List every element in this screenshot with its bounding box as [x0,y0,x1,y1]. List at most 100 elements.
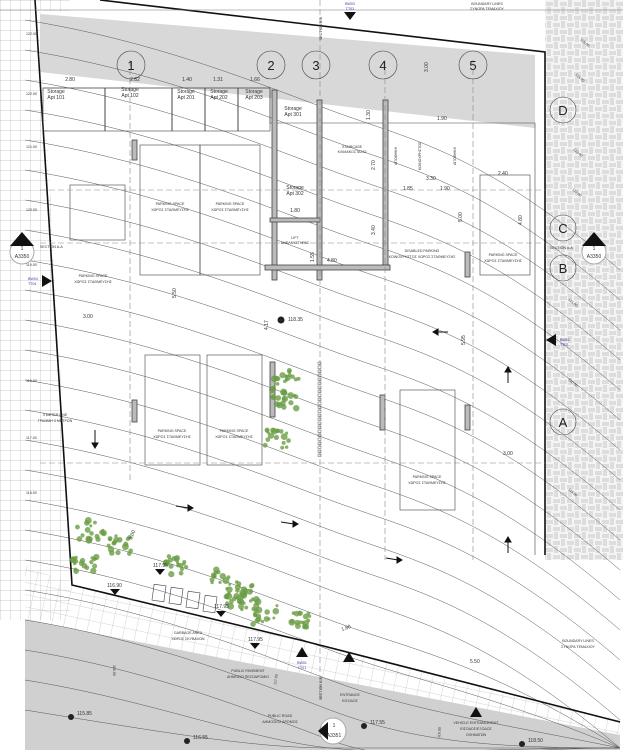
marker-bw02[interactable]: BW02 [560,338,570,342]
shrub [114,534,118,538]
marker-tt03[interactable]: TT03 [346,7,354,11]
grid-bubble-d[interactable]: D [549,96,577,124]
dimension: 1.80 [290,208,300,214]
plan-label: 1.55 [310,252,316,262]
meter-line-label-greek: ΓΡΑΜΜΗ 3 ΜΕΤΡΩΝ [38,419,73,423]
marker-bw04[interactable]: BW04 [28,277,38,281]
grid-bubble-2[interactable]: 2 [256,50,286,80]
shrub [288,400,294,406]
grid-bubble-a[interactable]: A [549,408,577,436]
grid-label: 4 [379,58,386,73]
marker-tt02[interactable]: TT02 [560,343,568,347]
contour-line [24,259,621,511]
plan-label: 2.40 [498,171,508,177]
parking-label: PARKING SPACE [413,475,442,479]
step-marker [317,397,322,401]
shrub [89,524,93,528]
shrub [278,429,284,434]
step-marker [317,425,322,429]
shrub [271,387,276,392]
plan-label: 116.00 [26,491,37,495]
dimension: 1.66 [250,77,260,83]
room-label: Apt 102 [121,93,138,99]
plan-label: 3.00 [128,529,137,540]
boundary-line-left [34,0,621,723]
shrub [167,557,173,563]
contour-line [24,109,621,361]
shrub [109,550,115,556]
shrub [115,549,121,556]
grid-bubble-1[interactable]: 1 [116,50,146,80]
section-marker-right[interactable]: 1 A3350 SECTION A-A [550,232,607,265]
grid-label: 2 [267,58,274,73]
shrub [225,587,229,591]
step-marker [317,417,322,421]
marker-tt04[interactable]: TT04 [28,282,36,286]
level-label: 117.95 [153,563,168,569]
contour-lines [24,19,621,750]
shrub [280,433,288,440]
plan-label: 4.80 [327,258,337,264]
shrub [262,442,268,448]
shrub [209,577,215,583]
ramp-steps [317,361,322,457]
shrub [84,527,91,533]
parking-label: ΧΩΡΟΣ ΣΤΑΘΜΕΥΣΗΣ [408,481,446,485]
parking-label: PARKING SPACE [216,202,245,206]
parking-labels: PARKING SPACE ΧΩΡΟΣ ΣΤΑΘΜΕΥΣΗΣ PARKING S… [74,202,522,485]
contour-line [24,49,621,301]
plan-label: 118.00 [26,379,37,383]
boundary-label-top: BOUNDARY LINES [471,2,503,6]
shrub [243,588,248,593]
plan-label: 124.00 [574,73,585,83]
plan-label: 123.00 [572,148,583,158]
shrub [281,396,286,401]
room-label: Apt 201 [177,95,194,101]
contour-line [24,619,621,749]
public-road [25,620,620,750]
section-marker-bottom[interactable]: 1 A3351 SECTION B-B SECTION B-B [318,16,347,745]
plan-label: 1.85 [403,186,413,192]
section-marker-left[interactable]: 1 A3350 SECTION A-A [9,232,63,265]
step-marker [317,429,322,433]
shrub [117,537,123,543]
shrub [218,580,222,585]
contour-line [24,139,621,391]
marker-tt01[interactable]: TT01 [298,666,306,670]
room-label: ΚΟΙΝΟΧΡΗΣΤΟΣ [418,141,422,170]
room-label: Apt 302 [286,191,303,197]
shrub [99,529,104,535]
step-marker [317,373,322,377]
shrub [89,560,94,565]
grid-bubbles-columns[interactable]: 1 2 3 4 5 [116,50,488,80]
grid-bubbles-rows[interactable]: D C B A [549,96,577,436]
dimension: 1.31 [213,77,223,83]
shrub [75,524,80,530]
room-label: ΑΠΟΘΗΚΗ [453,146,457,165]
shrub [224,593,230,599]
grid-bubble-c[interactable]: C [549,214,577,242]
shrub [168,571,175,578]
shrub [80,533,85,538]
grid-bubble-3[interactable]: 3 [301,50,331,80]
section-label: SECTION A-A [40,245,63,249]
grid-bubble-b[interactable]: B [549,254,577,282]
shrub [227,602,235,610]
plan-label: 119.00 [567,488,578,498]
shrub [236,581,242,587]
grid-bubble-4[interactable]: 4 [368,50,398,80]
plot-area [40,10,545,640]
boundary-line-top [99,0,546,555]
garbage-bins [151,583,218,614]
grid-bubble-5[interactable]: 5 [458,50,488,80]
marker-bw01[interactable]: BW01 [297,661,307,665]
shrub [273,375,279,381]
step-marker [317,433,322,437]
elevation-markers[interactable]: BW01 TT01 BW02 TT02 BW04 TT04 BW03 TT03 [28,2,570,717]
shrub [253,596,260,603]
section-label: SECTION A-A [550,246,573,250]
level-label: 117.55 [370,720,385,726]
marker-bw03[interactable]: BW03 [345,2,355,6]
parking-label: PARKING SPACE [79,274,108,278]
